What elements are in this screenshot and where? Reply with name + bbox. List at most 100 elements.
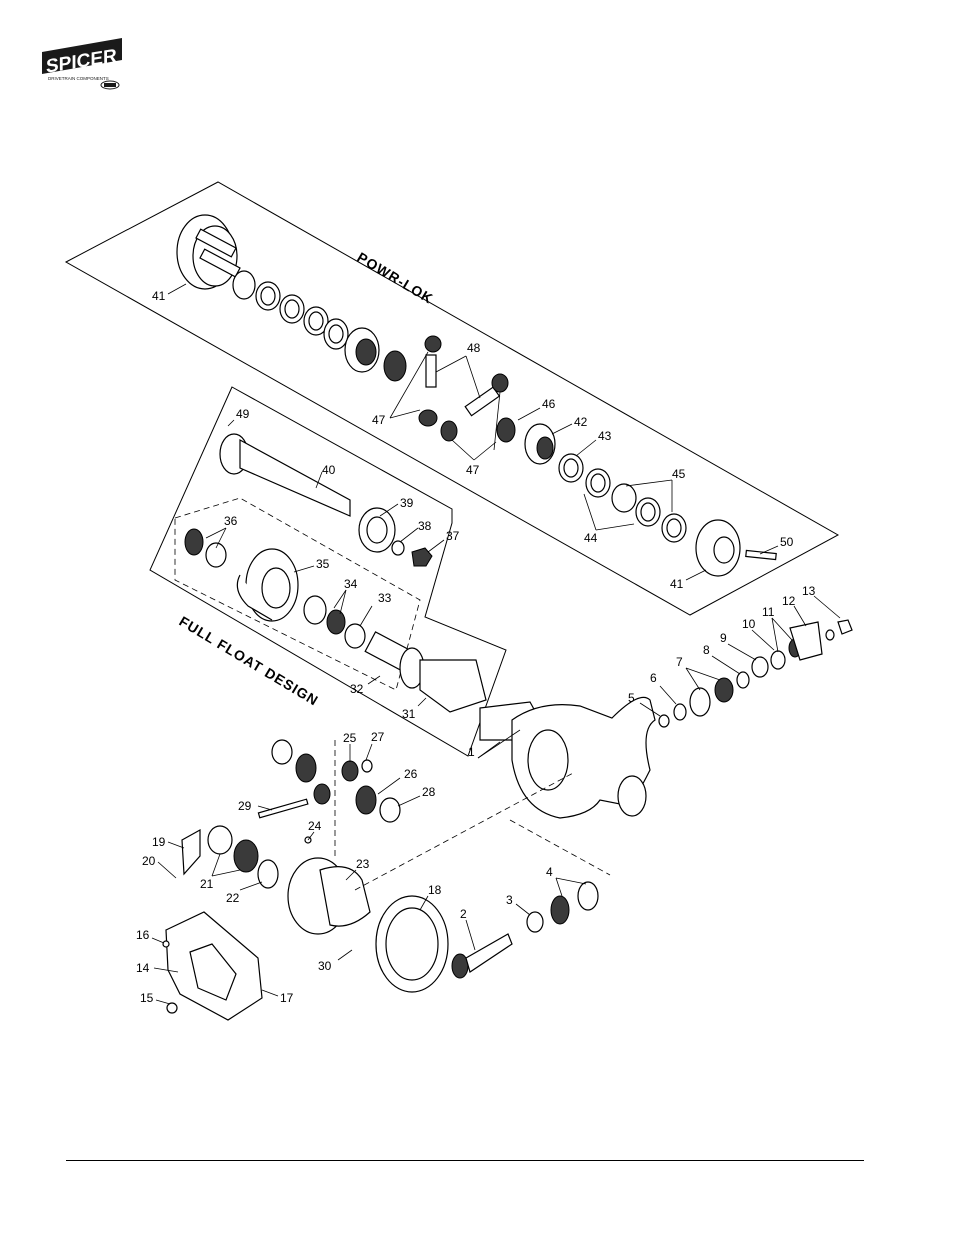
svg-text:23: 23 <box>356 857 370 871</box>
svg-text:34: 34 <box>344 577 358 591</box>
callout-3: 3 <box>506 893 530 915</box>
svg-text:16: 16 <box>136 928 150 942</box>
callout-47-right <box>494 392 500 450</box>
svg-text:47: 47 <box>466 463 480 477</box>
svg-text:45: 45 <box>672 467 686 481</box>
full-float-title: FULL FLOAT DESIGN <box>176 613 321 709</box>
powr-lok-clutch-discs-right <box>559 454 686 542</box>
svg-text:21: 21 <box>200 877 214 891</box>
callout-48: 48 <box>436 341 481 398</box>
callout-19: 19 <box>152 835 184 849</box>
svg-text:42: 42 <box>574 415 588 429</box>
callout-35: 35 <box>294 557 330 572</box>
callout-24: 24 <box>308 819 322 840</box>
outer-bearing <box>185 529 226 567</box>
callout-32: 32 <box>350 676 380 696</box>
svg-text:24: 24 <box>308 819 322 833</box>
svg-text:39: 39 <box>400 496 414 510</box>
powr-lok-side-gear-left <box>384 351 406 381</box>
svg-text:37: 37 <box>446 529 460 543</box>
svg-text:31: 31 <box>402 707 416 721</box>
callout-16: 16 <box>136 928 164 943</box>
callout-41-upper: 41 <box>152 284 186 303</box>
callout-2: 2 <box>460 907 475 950</box>
footer-rule <box>66 1160 864 1161</box>
callout-13: 13 <box>802 584 840 618</box>
svg-text:9: 9 <box>720 631 727 645</box>
powr-lok-side-ring-right <box>525 424 555 464</box>
svg-text:27: 27 <box>371 730 385 744</box>
callout-15: 15 <box>140 991 170 1005</box>
callout-43: 43 <box>576 429 612 456</box>
spindle <box>365 632 486 712</box>
svg-text:40: 40 <box>322 463 336 477</box>
callout-10: 10 <box>742 617 774 650</box>
svg-text:29: 29 <box>238 799 252 813</box>
svg-text:14: 14 <box>136 961 150 975</box>
svg-text:28: 28 <box>422 785 436 799</box>
svg-text:35: 35 <box>316 557 330 571</box>
svg-text:3: 3 <box>506 893 513 907</box>
svg-text:22: 22 <box>226 891 240 905</box>
callout-42: 42 <box>552 415 588 434</box>
powr-lok-title: POWR-LOK <box>354 249 436 307</box>
drive-pinion <box>452 934 512 978</box>
callout-12: 12 <box>782 594 806 626</box>
pinion-bearing-and-cup <box>527 882 598 932</box>
svg-text:47: 47 <box>372 413 386 427</box>
svg-text:7: 7 <box>676 655 683 669</box>
powr-lok-case-left <box>177 215 240 289</box>
svg-text:41: 41 <box>670 577 684 591</box>
svg-text:20: 20 <box>142 854 156 868</box>
svg-text:38: 38 <box>418 519 432 533</box>
callout-11: 11 <box>762 605 792 652</box>
svg-text:13: 13 <box>802 584 816 598</box>
svg-text:10: 10 <box>742 617 756 631</box>
svg-text:43: 43 <box>598 429 612 443</box>
svg-text:49: 49 <box>236 407 250 421</box>
callout-50: 50 <box>760 535 794 554</box>
callout-26: 26 <box>378 767 418 794</box>
axle-housing <box>480 697 655 818</box>
svg-text:15: 15 <box>140 991 154 1005</box>
callout-25: 25 <box>343 731 357 762</box>
callout-41-lower: 41 <box>670 570 706 591</box>
svg-text:26: 26 <box>404 767 418 781</box>
callout-46: 46 <box>518 397 556 420</box>
axle-cover <box>163 912 262 1020</box>
svg-text:50: 50 <box>780 535 794 549</box>
svg-text:17: 17 <box>280 991 294 1005</box>
powr-lok-cross-shafts <box>419 336 508 441</box>
callout-33: 33 <box>360 591 392 626</box>
ring-gear <box>376 896 448 992</box>
svg-text:11: 11 <box>762 605 775 619</box>
svg-text:30: 30 <box>318 959 332 973</box>
wheel-hub <box>237 549 298 621</box>
callout-17: 17 <box>262 990 294 1005</box>
hub-gasket <box>359 508 395 552</box>
callout-22: 22 <box>226 882 262 905</box>
svg-text:5: 5 <box>628 691 635 705</box>
svg-text:32: 32 <box>350 682 364 696</box>
svg-text:25: 25 <box>343 731 357 745</box>
pinion-parts-upper <box>659 620 852 727</box>
inner-bearing-and-seal <box>304 596 365 648</box>
svg-text:4: 4 <box>546 865 553 879</box>
callout-20: 20 <box>142 854 176 878</box>
lock-washer-and-nut <box>392 541 432 566</box>
callout-31: 31 <box>402 698 426 721</box>
powr-lok-case-right <box>696 520 776 576</box>
powr-lok-clutch-discs-left <box>233 271 348 349</box>
callout-37: 37 <box>428 529 460 552</box>
svg-text:19: 19 <box>152 835 166 849</box>
callout-34: 34 <box>334 577 358 614</box>
callout-7: 7 <box>676 655 720 690</box>
callout-38: 38 <box>400 519 432 542</box>
svg-text:2: 2 <box>460 907 467 921</box>
callout-47-mid: 47 <box>452 440 496 477</box>
callout-28: 28 <box>398 785 436 806</box>
svg-text:18: 18 <box>428 883 442 897</box>
svg-text:36: 36 <box>224 514 238 528</box>
callout-39: 39 <box>380 496 414 516</box>
